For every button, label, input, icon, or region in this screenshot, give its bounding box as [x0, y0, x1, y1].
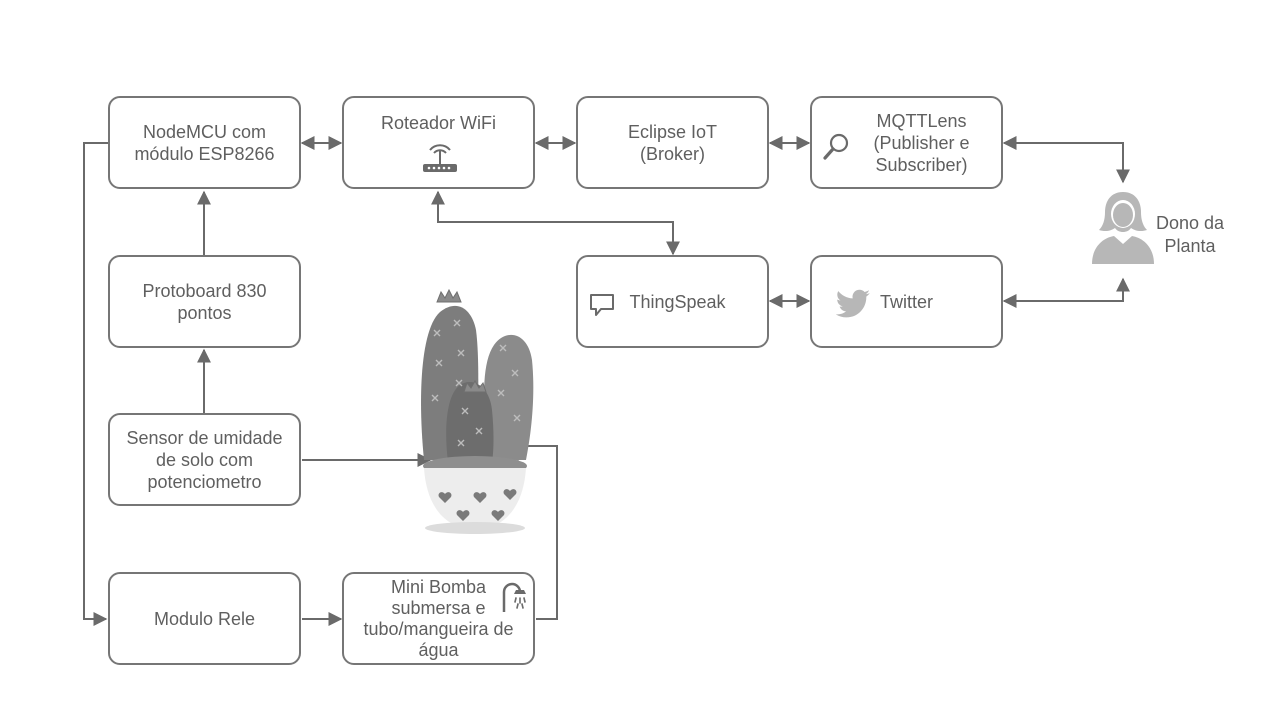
connector-router-thingspeak	[431, 190, 680, 256]
connector-nodemcu-relay	[83, 142, 108, 626]
node-sensor-label: Sensor de umidade de solo com potenciome…	[126, 427, 283, 492]
node-eclipse[interactable]: Eclipse IoT (Broker)	[576, 96, 769, 189]
node-nodemcu-label: NodeMCU com módulo ESP8266	[134, 121, 275, 164]
node-pump[interactable]: Mini Bomba submersa e tubo/mangueira de …	[342, 572, 535, 665]
node-eclipse-label: Eclipse IoT (Broker)	[627, 121, 718, 164]
shower-icon	[502, 582, 526, 612]
node-router-label: Roteador WiFi	[380, 113, 497, 133]
connector-twitter-owner	[1002, 277, 1130, 308]
chat-bubble-icon	[590, 294, 614, 316]
node-router[interactable]: Roteador WiFi	[342, 96, 535, 189]
router-wifi-icon	[423, 144, 457, 172]
node-owner-label: Dono da Planta	[1155, 213, 1225, 256]
search-icon	[823, 133, 849, 160]
node-relay[interactable]: Modulo Rele	[108, 572, 301, 665]
node-nodemcu[interactable]: NodeMCU com módulo ESP8266	[108, 96, 301, 189]
node-thingspeak[interactable]: ThingSpeak	[576, 255, 769, 348]
node-twitter-label: Twitter	[879, 291, 933, 312]
node-pump-label: Mini Bomba submersa e tubo/mangueira de …	[363, 576, 514, 660]
node-mqttlens[interactable]: MQTTLens (Publisher e Subscriber)	[810, 96, 1003, 189]
node-mqttlens-label: MQTTLens (Publisher e Subscriber)	[873, 110, 970, 175]
connector-mqttlens-owner	[1002, 136, 1130, 184]
person-icon	[1092, 192, 1154, 264]
bird-icon	[836, 289, 870, 318]
node-twitter[interactable]: Twitter	[810, 255, 1003, 348]
node-sensor[interactable]: Sensor de umidade de solo com potenciome…	[108, 413, 301, 506]
node-thingspeak-label: ThingSpeak	[629, 291, 726, 312]
node-relay-label: Modulo Rele	[153, 608, 256, 629]
cactus-plant-icon	[421, 288, 534, 534]
node-protoboard-label: Protoboard 830 pontos	[142, 280, 267, 323]
node-protoboard[interactable]: Protoboard 830 pontos	[108, 255, 301, 348]
